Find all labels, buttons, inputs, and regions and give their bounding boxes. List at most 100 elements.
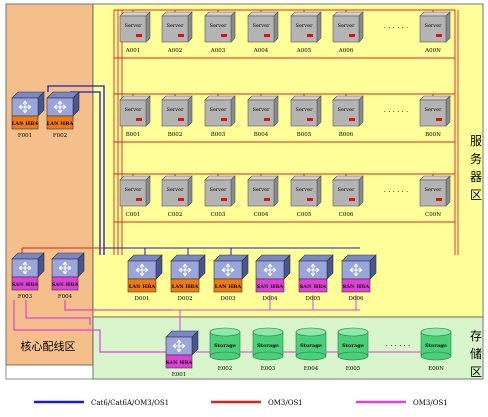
server-front bbox=[332, 15, 360, 43]
server-led bbox=[264, 34, 270, 37]
hba-box bbox=[11, 115, 39, 130]
server-front bbox=[290, 179, 318, 207]
server-top bbox=[161, 175, 193, 181]
server-id: C00N bbox=[425, 212, 441, 218]
server-id: B004 bbox=[254, 132, 269, 138]
server-label: Server bbox=[425, 187, 443, 193]
switch-id: D003 bbox=[221, 296, 236, 302]
storage-label: Storage bbox=[342, 343, 364, 349]
server-front bbox=[419, 15, 447, 43]
server-id: A004 bbox=[253, 48, 269, 54]
hba-label: SAN HBA bbox=[52, 282, 79, 288]
ellipsis: · · · · · · bbox=[384, 24, 408, 32]
server-side bbox=[316, 11, 322, 43]
server-led bbox=[136, 118, 142, 121]
storage-label: Storage bbox=[214, 343, 236, 349]
server-led bbox=[264, 118, 270, 121]
switch-id: D004 bbox=[263, 296, 278, 302]
server-id: B005 bbox=[297, 132, 312, 138]
server-front bbox=[290, 15, 318, 43]
server-id: C002 bbox=[168, 212, 183, 218]
server-id: B001 bbox=[126, 132, 141, 138]
network-switch: LAN HBA D002 bbox=[170, 254, 206, 302]
hba-box bbox=[298, 278, 328, 293]
storage-label: Storage bbox=[257, 343, 279, 349]
storage-label: Storage bbox=[300, 343, 322, 349]
server-side bbox=[273, 175, 279, 207]
switch-arrows-icon bbox=[58, 261, 72, 275]
server-top bbox=[419, 95, 451, 101]
switch-id: D002 bbox=[178, 296, 193, 302]
server-label: Server bbox=[210, 187, 228, 193]
storage-top bbox=[209, 327, 241, 337]
ellipsis: · · · · · · bbox=[384, 108, 408, 116]
hba-box bbox=[255, 278, 285, 293]
switch-arrows-icon bbox=[53, 100, 67, 114]
server-label: Server bbox=[253, 23, 271, 29]
server-id: B002 bbox=[168, 132, 183, 138]
switch-id: F003 bbox=[18, 294, 33, 300]
server-id: B003 bbox=[211, 132, 226, 138]
switch-id: D005 bbox=[306, 296, 321, 302]
hba-box bbox=[341, 278, 371, 293]
server-id: A00N bbox=[424, 48, 441, 54]
hba-label: LAN HBA bbox=[215, 284, 242, 290]
hba-label: LAN HBA bbox=[172, 284, 199, 290]
server-id: B006 bbox=[339, 132, 354, 138]
hba-box bbox=[11, 276, 39, 291]
server-id: A003 bbox=[210, 48, 226, 54]
server-led bbox=[349, 34, 355, 37]
server-led bbox=[307, 34, 313, 37]
server-led bbox=[178, 198, 184, 201]
server-led bbox=[307, 118, 313, 121]
server-led bbox=[221, 198, 227, 201]
hba-label: LAN HBA bbox=[129, 284, 156, 290]
server-label: Server bbox=[167, 107, 185, 113]
server-front bbox=[247, 99, 275, 127]
server-label: Server bbox=[167, 187, 185, 193]
storage-bottom bbox=[209, 351, 241, 361]
core-san-cable bbox=[13, 300, 170, 353]
server-zone-label: 服务器区 bbox=[470, 134, 482, 202]
server-label: Server bbox=[125, 23, 143, 29]
server-led bbox=[349, 118, 355, 121]
hba-box bbox=[46, 115, 74, 130]
server-top bbox=[290, 175, 322, 181]
server-led bbox=[178, 118, 184, 121]
storage-id: E00N bbox=[428, 366, 444, 372]
switch-id: D001 bbox=[135, 296, 150, 302]
server-side bbox=[230, 11, 236, 43]
server-top bbox=[290, 95, 322, 101]
server-top bbox=[247, 175, 279, 181]
server-side bbox=[445, 95, 451, 127]
server-label: Server bbox=[296, 23, 314, 29]
server-id: C003 bbox=[211, 212, 226, 218]
server-label: Server bbox=[167, 23, 185, 29]
server-led bbox=[221, 118, 227, 121]
server-top bbox=[247, 95, 279, 101]
network-switch: LAN HBA D001 bbox=[127, 254, 163, 302]
switch-arrows-icon bbox=[306, 263, 320, 277]
hba-label: SAN HBA bbox=[12, 282, 39, 288]
server-side bbox=[187, 95, 193, 127]
hba-label: SAN HBA bbox=[166, 360, 193, 366]
server-top bbox=[419, 11, 451, 17]
